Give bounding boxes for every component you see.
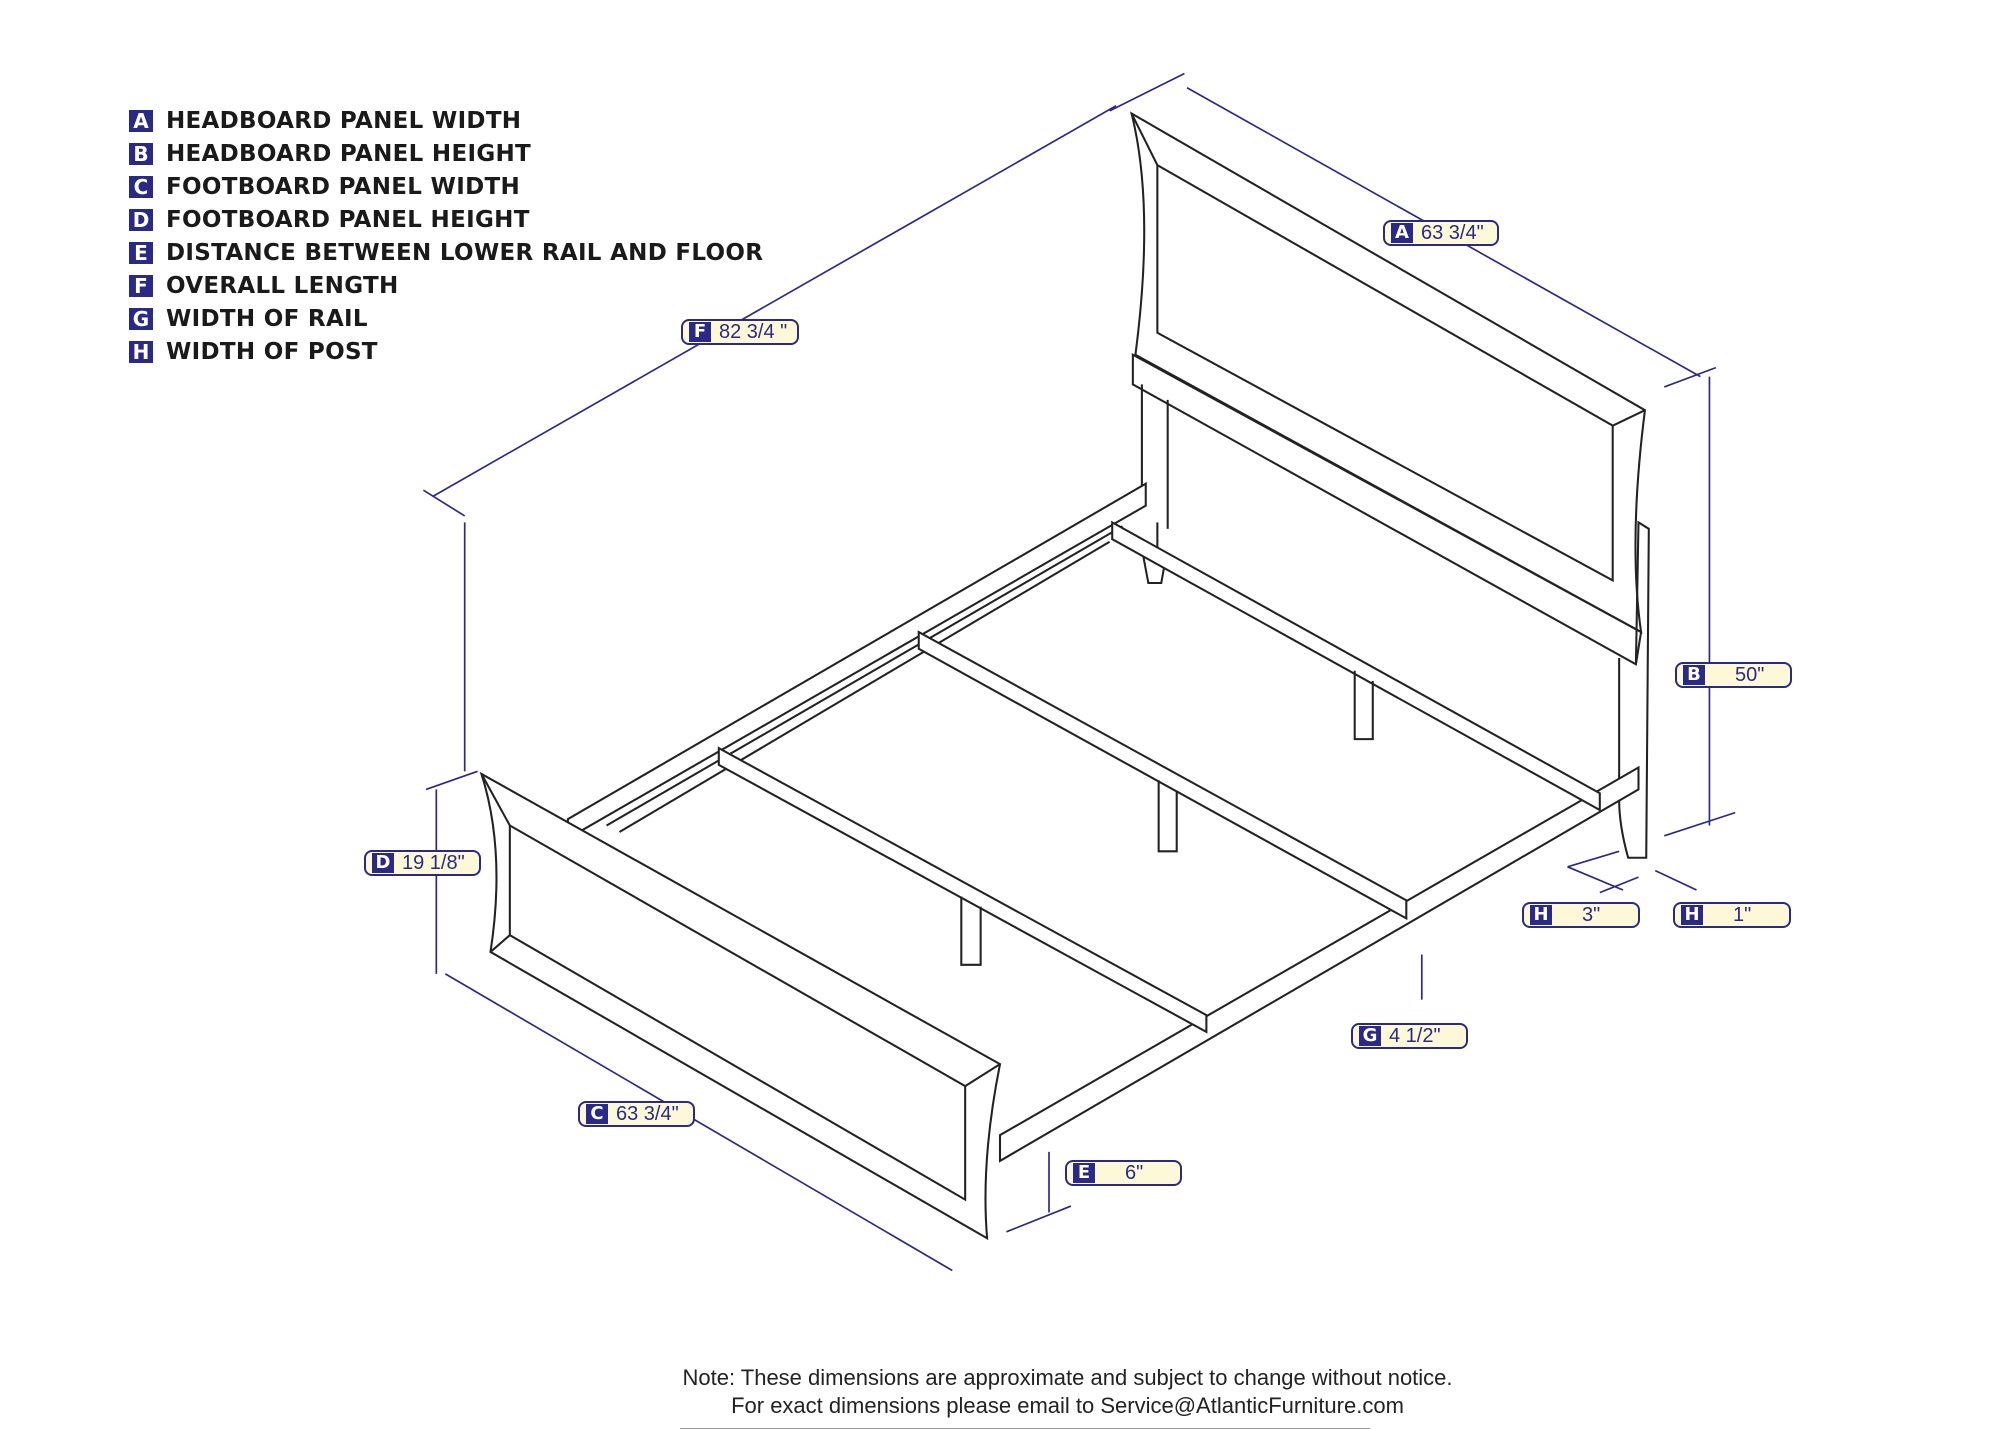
dimension-value: 1" (1733, 903, 1752, 926)
dimension-label-f: F 82 3/4 " (681, 319, 799, 345)
dimension-value: 63 3/4" (616, 1102, 679, 1125)
legend-item-e: E DISTANCE BETWEEN LOWER RAIL AND FLOOR (129, 236, 763, 269)
dimension-value: 3" (1582, 903, 1601, 926)
legend-label: WIDTH OF POST (166, 338, 378, 365)
right-side-rail (998, 765, 1640, 1163)
legend-item-a: A HEADBOARD PANEL WIDTH (129, 104, 763, 137)
legend-key: A (129, 109, 153, 132)
slat (1111, 520, 1601, 812)
dimension-label-a: A 63 3/4" (1383, 220, 1499, 246)
dimension-key: H (1681, 905, 1703, 925)
legend-key: B (129, 142, 153, 165)
legend-label: HEADBOARD PANEL WIDTH (166, 107, 522, 134)
dimension-label-e: E 6" (1065, 1160, 1182, 1186)
left-side-rail (566, 481, 1147, 841)
legend-key: H (129, 340, 153, 363)
legend-label: OVERALL LENGTH (166, 272, 399, 299)
dimension-key: B (1683, 665, 1705, 685)
legend-key: D (129, 208, 153, 231)
dimension-value: 50" (1735, 663, 1765, 686)
legend-label: FOOTBOARD PANEL WIDTH (166, 173, 521, 200)
headboard-post-left (1140, 384, 1169, 555)
legend-item-c: C FOOTBOARD PANEL WIDTH (129, 170, 763, 203)
dimension-key: C (586, 1104, 608, 1124)
dimension-value: 19 1/8" (402, 851, 465, 874)
legend-label: HEADBOARD PANEL HEIGHT (166, 140, 532, 167)
legend-key: E (129, 241, 153, 264)
dimension-key: E (1073, 1163, 1095, 1183)
legend-label: FOOTBOARD PANEL HEIGHT (166, 206, 530, 233)
legend-item-b: B HEADBOARD PANEL HEIGHT (129, 137, 763, 170)
dimension-label-h-post-width: H 3" (1522, 902, 1640, 928)
legend-label: WIDTH OF RAIL (166, 305, 368, 332)
dimension-value: 6" (1125, 1161, 1144, 1184)
legend-key: F (129, 274, 153, 297)
dimension-key: F (689, 322, 711, 342)
dimension-label-b: B 50" (1675, 662, 1792, 688)
dimension-key: G (1359, 1026, 1381, 1046)
legend-item-f: F OVERALL LENGTH (129, 269, 763, 302)
dimension-key: D (372, 853, 394, 873)
footboard (479, 771, 1002, 1241)
dimension-key: A (1391, 223, 1413, 243)
note-line-2: For exact dimensions please email to Ser… (731, 1393, 1404, 1418)
note-line-1: Note: These dimensions are approximate a… (682, 1365, 1453, 1390)
dimension-label-g: G 4 1/2" (1351, 1023, 1468, 1049)
bed-frame (479, 111, 1650, 1241)
legend-item-d: D FOOTBOARD PANEL HEIGHT (129, 203, 763, 236)
dimension-legend: A HEADBOARD PANEL WIDTH B HEADBOARD PANEL … (129, 104, 763, 368)
legend-key: G (129, 307, 153, 330)
dimension-value: 4 1/2" (1389, 1024, 1441, 1047)
dimension-label-c: C 63 3/4" (578, 1101, 695, 1127)
dimension-label-h-post-depth: H 1" (1673, 902, 1791, 928)
legend-label: DISTANCE BETWEEN LOWER RAIL AND FLOOR (166, 239, 764, 266)
legend-item-g: G WIDTH OF RAIL (129, 302, 763, 335)
legend-item-h: H WIDTH OF POST (129, 335, 763, 368)
dimension-value: 82 3/4 " (719, 320, 788, 343)
dimension-value: 63 3/4" (1421, 221, 1484, 244)
headboard-panel (1129, 111, 1647, 634)
dimension-label-d: D 19 1/8" (364, 850, 481, 876)
slat (917, 630, 1408, 921)
legend-key: C (129, 175, 153, 198)
slat (717, 746, 1208, 1034)
dimension-key: H (1530, 905, 1552, 925)
headboard-post-right (1618, 520, 1650, 859)
disclaimer-note: Note: These dimensions are approximate a… (600, 1364, 1535, 1420)
